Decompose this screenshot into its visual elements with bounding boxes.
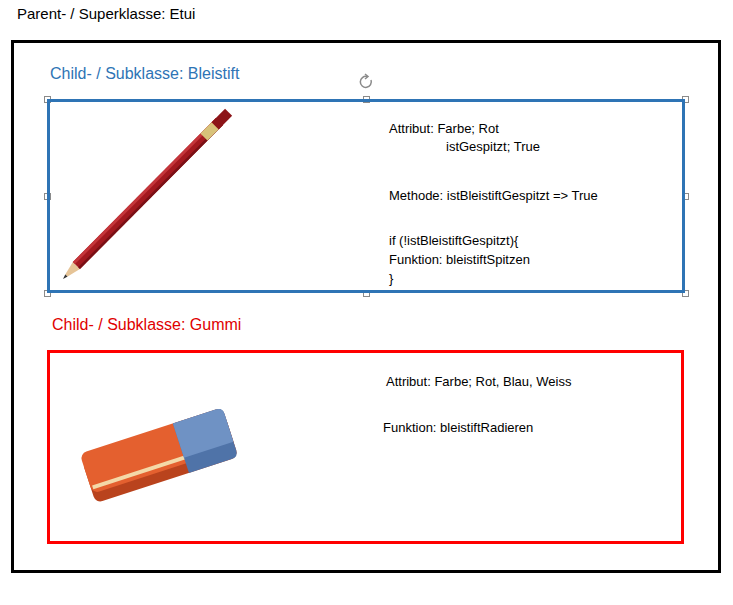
rotate-handle — [360, 74, 371, 87]
superclass-box: Parent- / Superklasse: EtuiChild- / Subk… — [11, 40, 721, 573]
class-heading: Child- / Subklasse: Gummi — [52, 315, 241, 334]
function-text: Funktion: bleistiftRadieren — [383, 420, 533, 436]
attribute-text: Attribut: Farbe; Rot, Blau, Weiss — [386, 374, 571, 390]
eraser-illustration — [80, 407, 239, 503]
attribute-text: Attribut: Farbe; Rot — [389, 121, 499, 137]
subclass-box: Child- / Subklasse: BleistiftAttribut: F… — [47, 99, 685, 293]
attribute-text: istGespitzt; True — [446, 139, 540, 155]
class-heading: Child- / Subklasse: Bleistift — [50, 64, 239, 83]
class-heading: Parent- / Superklasse: Etui — [17, 5, 195, 23]
subclass-box: Child- / Subklasse: GummiAttribut: Farbe… — [47, 350, 684, 544]
pencil-illustration — [59, 109, 232, 283]
method-text: Methode: istBleistiftGespitzt => True — [389, 188, 598, 204]
function-text: Funktion: bleistiftSpitzen — [389, 252, 530, 268]
code-text: if (!istBleistiftGespitzt){ — [389, 233, 518, 249]
selection-handles — [45, 97, 689, 297]
code-text: } — [389, 271, 393, 287]
